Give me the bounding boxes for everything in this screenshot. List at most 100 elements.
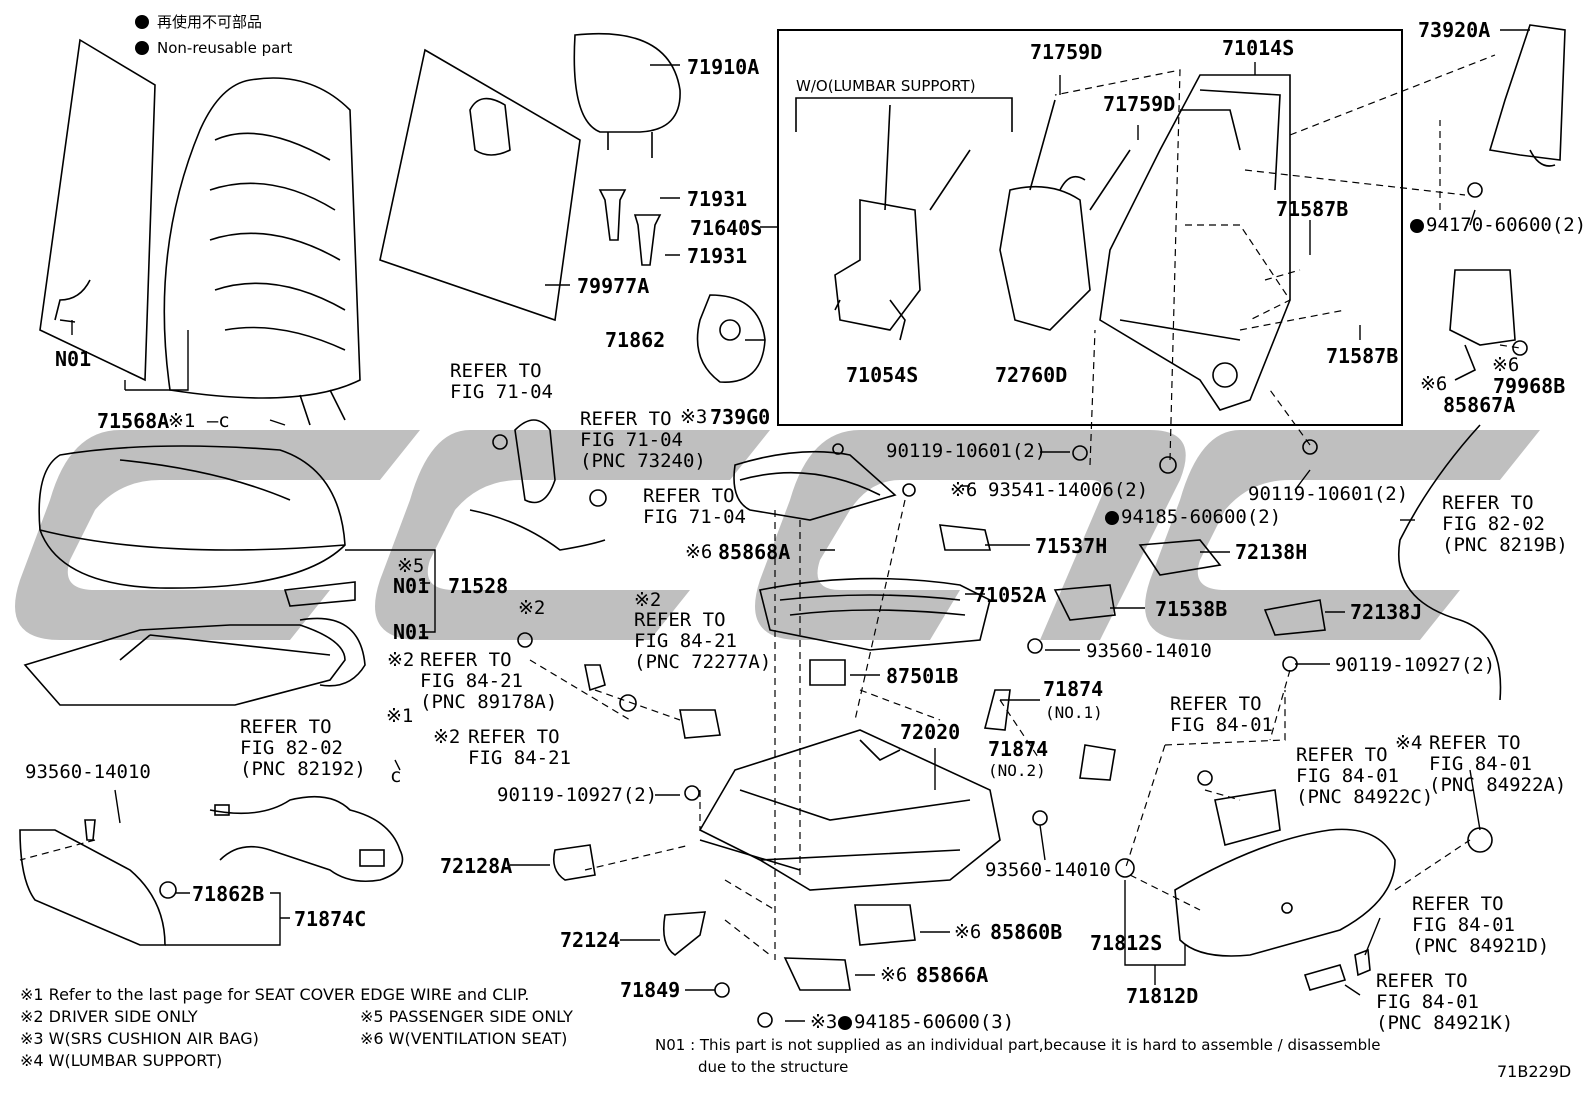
part-label[interactable]: N01 (55, 347, 92, 371)
part-label[interactable]: 71910A (687, 55, 760, 79)
clip-icon: c (390, 765, 402, 787)
part-label[interactable]: 71874C (294, 907, 367, 931)
wire-harness (209, 795, 404, 883)
part-label[interactable]: 72124 (560, 928, 621, 952)
part-label[interactable]: 79968B (1493, 374, 1566, 398)
part-label[interactable]: 72128A (440, 854, 513, 878)
part-label[interactable]: 90119-10927(2) (1335, 654, 1496, 676)
part-label[interactable]: 71759D (1103, 92, 1176, 116)
cushion-pad (23, 624, 346, 706)
footnote-6: ※6 W(VENTILATION SEAT) (360, 1029, 568, 1048)
part-label[interactable]: 93541-14006(2) (988, 479, 1149, 501)
part-label[interactable]: 72138H (1235, 540, 1308, 564)
part-label[interactable]: 93560-14010 (985, 859, 1111, 881)
part-label-non-reusable[interactable]: 94185-60600(2) (1105, 507, 1281, 527)
part-label[interactable]: N01 (393, 620, 430, 644)
non-reusable-dot-icon (135, 41, 149, 55)
part-label[interactable]: 90119-10601(2) (886, 440, 1047, 462)
part-label[interactable]: 71568A (97, 409, 170, 433)
part-label[interactable]: 71874 (1043, 677, 1104, 701)
part-label[interactable]: 87501B (886, 664, 959, 688)
non-reusable-dot-icon (838, 1016, 852, 1030)
part-label[interactable]: 71528 (448, 574, 509, 598)
non-reusable-dot-icon (1105, 511, 1119, 525)
part-label[interactable]: 85867A (1443, 393, 1516, 417)
part-label[interactable]: 71640S (690, 216, 763, 240)
diagram-code: 71B229D (1497, 1062, 1572, 1081)
reference-line: FIG 82-02 (1442, 513, 1545, 535)
note-mark: ※2 (634, 589, 662, 611)
footnote-1: ※1 Refer to the last page for SEAT COVER… (20, 985, 530, 1004)
inset-label: W/O(LUMBAR SUPPORT) (796, 77, 976, 95)
part-label-non-reusable[interactable]: 94185-60600(3) (838, 1012, 1014, 1032)
note-mark: ※6 (1420, 373, 1448, 395)
part-label[interactable]: 71862 (605, 328, 666, 352)
reference-line: FIG 71-04 (643, 506, 746, 528)
part-label[interactable]: 93560-14010 (1086, 640, 1212, 662)
part-label[interactable]: 73920A (1418, 18, 1491, 42)
part-label-sub: (NO.1) (1045, 703, 1103, 722)
part-label-sub: (NO.2) (988, 761, 1046, 780)
reference-line: (PNC 84921D) (1412, 935, 1550, 957)
part-label[interactable]: 90119-10927(2) (497, 784, 658, 806)
part-label[interactable]: 72138J (1350, 600, 1423, 624)
part-label[interactable]: 85866A (916, 963, 989, 987)
legend-english-text: Non-reusable part (157, 39, 293, 57)
part-label[interactable]: 71538B (1155, 597, 1228, 621)
part-label[interactable]: 72760D (995, 363, 1068, 387)
reference-line: FIG 84-01 (1296, 765, 1399, 787)
part-label[interactable]: 739G0 (710, 405, 771, 429)
part-label[interactable]: 71052A (974, 583, 1047, 607)
part-label[interactable]: 71874 (988, 737, 1049, 761)
part-label[interactable]: 72020 (900, 720, 961, 744)
part-label[interactable]: 71587B (1326, 344, 1399, 368)
part-label[interactable]: 71931 (687, 244, 748, 268)
part-label[interactable]: 71862B (192, 882, 265, 906)
reference-line: FIG 71-04 (580, 429, 683, 451)
reference-line: (PNC 73240) (580, 450, 706, 472)
part-label-non-reusable[interactable]: 94170-60600(2) (1410, 215, 1586, 235)
part-label[interactable]: 71054S (846, 363, 919, 387)
part-label[interactable]: 71812S (1090, 931, 1163, 955)
note-mark: ※1 (386, 706, 413, 726)
part-label[interactable]: 85860B (990, 920, 1063, 944)
part-label[interactable]: 85868A (718, 540, 791, 564)
reference-line: (PNC 89178A) (420, 691, 558, 713)
part-label[interactable]: 71587B (1276, 197, 1349, 221)
part-label[interactable]: 93560-14010 (25, 761, 151, 783)
inset-bracket (795, 97, 1013, 132)
note-mark-text: ※1 (168, 410, 196, 432)
part-label[interactable]: 71759D (1030, 40, 1103, 64)
reference-line: REFER TO (1429, 732, 1521, 754)
part-label[interactable]: 71537H (1035, 534, 1108, 558)
part-label[interactable]: 71849 (620, 978, 681, 1002)
reference-line: (PNC 8219B) (1442, 534, 1568, 556)
headrest (573, 32, 681, 133)
reference-line: REFER TO (634, 609, 726, 631)
legend-japanese: 再使用不可部品 (135, 12, 262, 32)
part-label[interactable]: N01 (393, 574, 430, 598)
part-label[interactable]: 71812D (1126, 984, 1199, 1008)
part-label[interactable]: 71931 (687, 187, 748, 211)
reference-line: (PNC 72277A) (634, 651, 772, 673)
reference-line: FIG 84-21 (634, 630, 737, 652)
part-label[interactable]: 79977A (577, 274, 650, 298)
airbag-module (733, 450, 897, 521)
footnote-4: ※4 W(LUMBAR SUPPORT) (20, 1051, 223, 1070)
part-label[interactable]: 71014S (1222, 36, 1295, 60)
part-label[interactable]: 90119-10601(2) (1248, 483, 1409, 505)
